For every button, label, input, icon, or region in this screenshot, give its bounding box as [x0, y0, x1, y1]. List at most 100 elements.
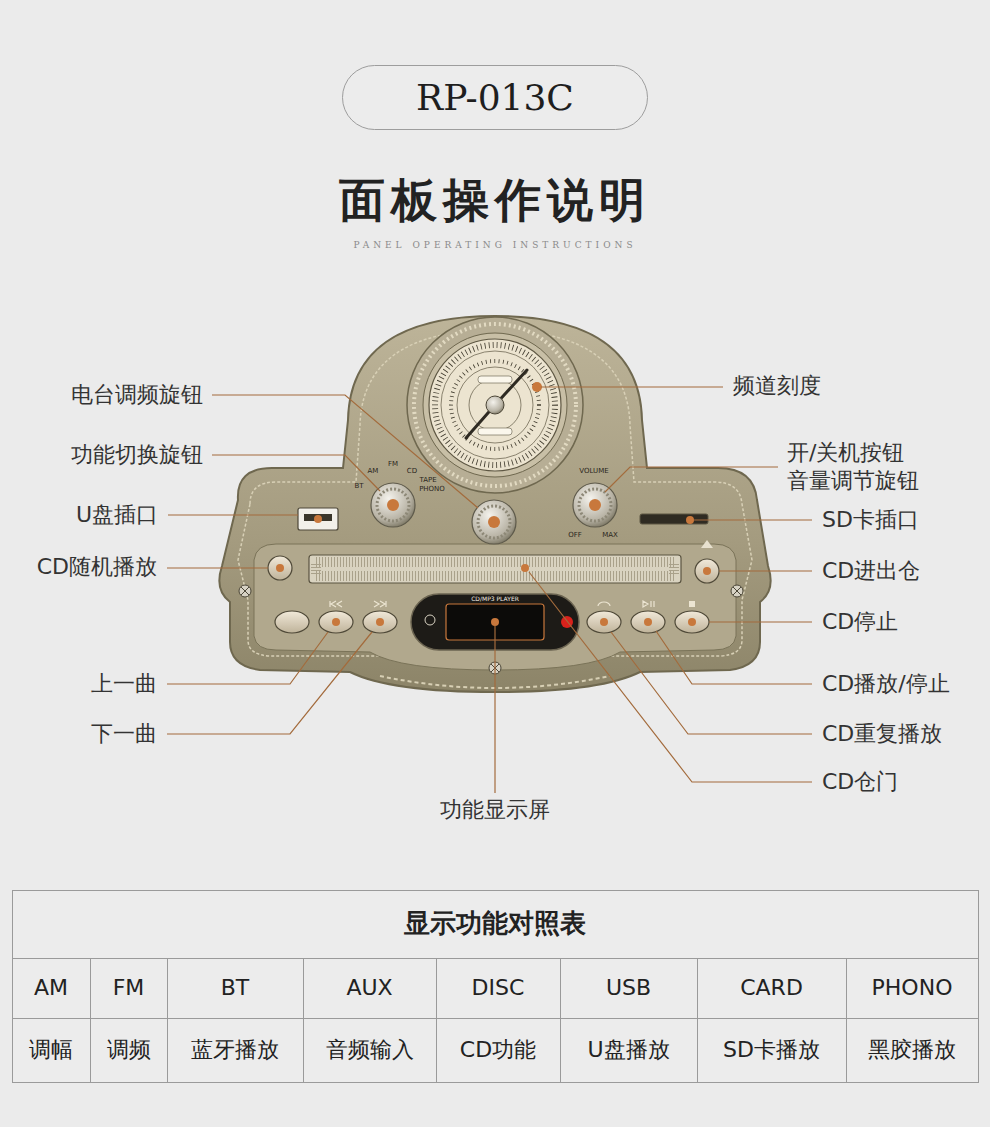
rotary-knob — [371, 483, 617, 544]
rotary-knob — [488, 516, 500, 528]
table-cell: 调幅 — [29, 1037, 73, 1062]
frequency-dial — [407, 317, 583, 493]
usb-port — [298, 508, 338, 530]
leader-line — [719, 570, 812, 571]
panel-marking: CD/MP3 PLAYER — [471, 596, 519, 603]
push-button — [695, 559, 719, 583]
leader-line — [212, 395, 478, 508]
callout-label: 上一曲 — [91, 671, 157, 696]
push-button — [675, 611, 709, 633]
push-button — [703, 567, 711, 575]
table-cell: U盘播放 — [587, 1037, 669, 1062]
leader-line — [167, 567, 268, 568]
cd-slot — [309, 555, 681, 583]
callout-label: CD停止 — [822, 609, 898, 634]
rotary-knob — [573, 483, 617, 527]
frequency-dial — [429, 339, 561, 471]
push-button — [587, 611, 621, 633]
model-badge: RP-013C — [342, 65, 648, 130]
sd-slot — [686, 516, 694, 524]
leader-line — [541, 386, 723, 387]
leader-line — [656, 631, 812, 684]
push-button — [332, 618, 340, 626]
table-grid — [697, 958, 698, 1082]
callout-label: 下一曲 — [91, 721, 157, 746]
table-cell: SD卡播放 — [723, 1037, 820, 1062]
frequency-dial — [457, 367, 533, 443]
function-display — [491, 618, 499, 626]
frequency-dial — [478, 428, 512, 435]
cd-slot — [521, 564, 529, 572]
frequency-dial — [532, 382, 542, 392]
leader-line — [212, 455, 380, 491]
leader-line — [167, 632, 372, 734]
frequency-dial — [451, 361, 539, 449]
table-grid — [303, 958, 304, 1082]
callout-label: CD播放/停止 — [822, 671, 950, 696]
table-grid — [560, 958, 561, 1082]
table-title: 显示功能对照表 — [404, 909, 586, 939]
table-cell: USB — [606, 975, 651, 1000]
push-button — [688, 618, 696, 626]
panel-marking: MAX — [602, 531, 618, 539]
screw — [241, 587, 741, 672]
push-button — [276, 564, 284, 572]
panel-marking: FM — [388, 460, 398, 468]
function-display — [425, 615, 435, 625]
frequency-dial — [486, 396, 504, 414]
table-cell: CARD — [740, 975, 803, 1000]
callout-label: SD卡插口 — [822, 507, 919, 532]
leader-line — [694, 519, 812, 520]
table-cell: DISC — [472, 975, 525, 1000]
table-grid — [846, 958, 847, 1082]
table-grid — [13, 891, 979, 1083]
frequency-dial — [414, 324, 576, 486]
rotary-knob — [579, 489, 611, 521]
push-button — [319, 611, 353, 633]
callout-label: 功能切换旋钮 — [71, 442, 203, 467]
push-button — [268, 540, 719, 633]
table-grid — [167, 958, 168, 1082]
frequency-dial — [441, 351, 549, 459]
frequency-dial — [435, 345, 555, 465]
subtitle: PANEL OPERATING INSTRUCTIONS — [353, 240, 636, 250]
usb-port — [298, 508, 338, 530]
leader-line — [611, 632, 812, 734]
panel-marking: TAPE — [419, 476, 436, 484]
usb-port — [314, 515, 322, 523]
rotary-knob — [387, 499, 399, 511]
table-grid — [12, 958, 978, 959]
table-cell: AUX — [346, 975, 392, 1000]
callout-label: CD重复播放 — [822, 721, 942, 746]
push-button — [600, 618, 608, 626]
page-title: 面板操作说明 — [339, 174, 651, 227]
panel-marking: PHONO — [419, 485, 445, 493]
table-grid — [12, 891, 979, 1083]
screw — [239, 585, 743, 674]
callout-label: CD进出仓 — [822, 558, 920, 583]
panel-marking: VOLUME — [579, 467, 608, 475]
table-cell: FM — [113, 975, 145, 1000]
push-button — [644, 618, 652, 626]
table-cell: BT — [221, 975, 250, 1000]
table-grid — [90, 958, 91, 1082]
push-button — [330, 601, 342, 607]
frequency-dial — [423, 333, 567, 477]
cd-slot — [316, 562, 674, 576]
leader-line — [529, 572, 812, 782]
model-name: RP-013C — [416, 77, 574, 118]
callout-label: 频道刻度 — [733, 373, 821, 398]
leader-line — [168, 514, 298, 515]
frequency-dial — [478, 376, 512, 383]
push-button — [376, 618, 384, 626]
sd-slot — [640, 514, 708, 524]
push-button — [689, 601, 695, 607]
push-button — [374, 601, 386, 607]
table-cell: CD功能 — [460, 1037, 536, 1062]
frequency-dial — [407, 317, 583, 493]
callout-label: CD随机播放 — [37, 554, 157, 579]
sd-slot — [640, 514, 708, 524]
leader-line — [605, 467, 778, 492]
table-cell: 音频输入 — [326, 1037, 414, 1062]
push-button — [701, 540, 713, 548]
